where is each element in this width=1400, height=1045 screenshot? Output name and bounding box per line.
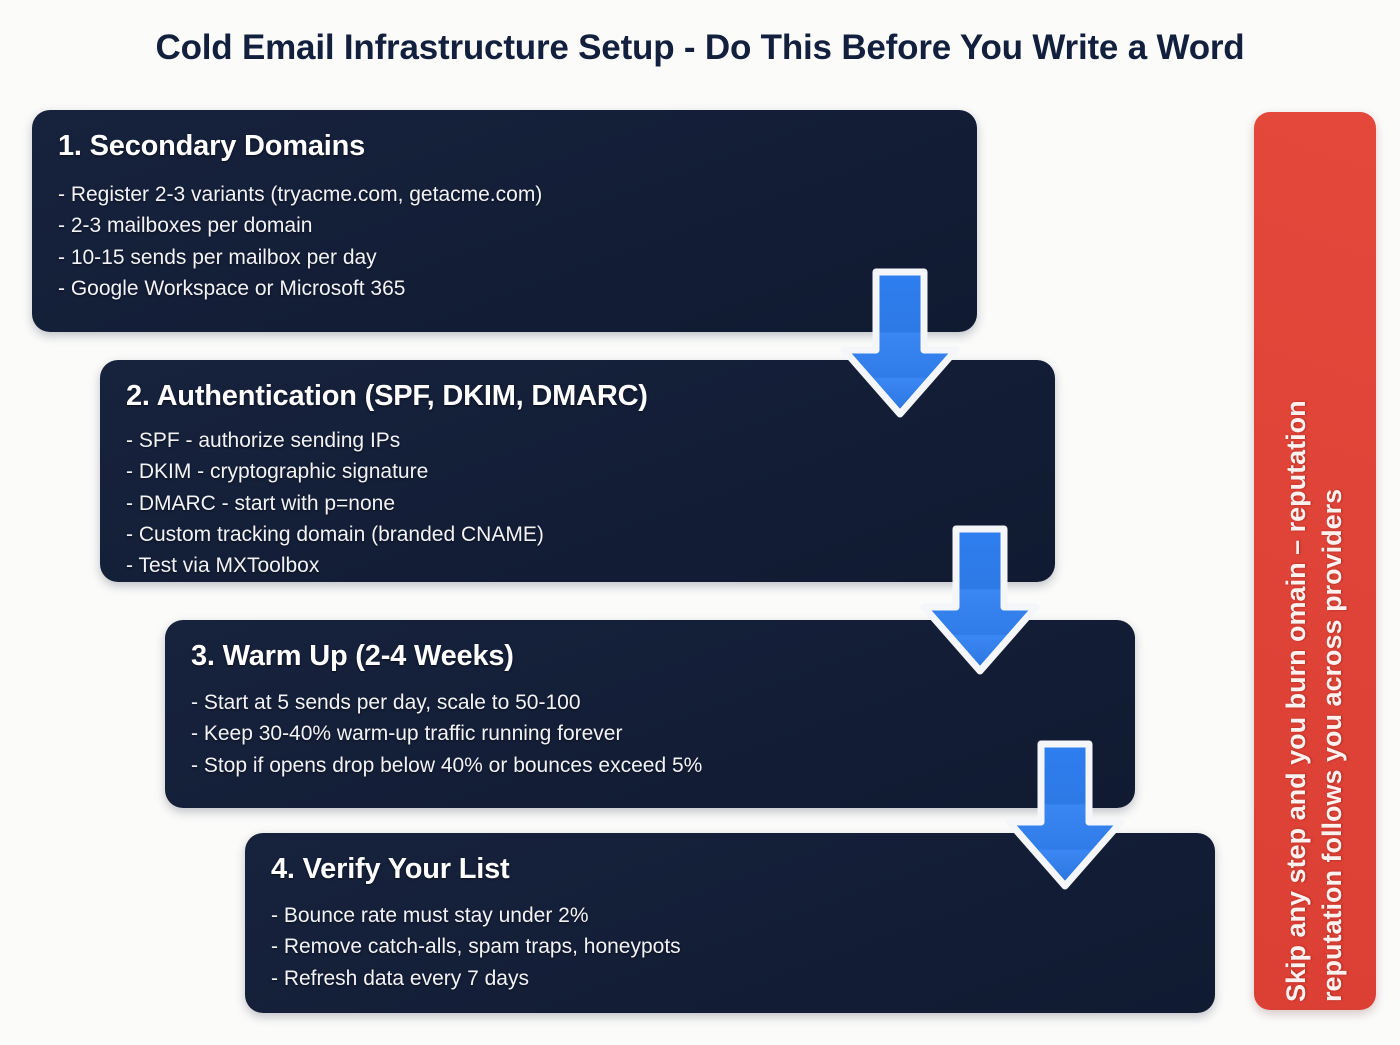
step-2-bullet-4: - Test via MXToolbox bbox=[126, 554, 320, 578]
page-title: Cold Email Infrastructure Setup - Do Thi… bbox=[155, 28, 1245, 67]
step-1-bullet-0: - Register 2-3 variants (tryacme.com, ge… bbox=[58, 183, 543, 206]
step-3-bullet-0: - Start at 5 sends per day, scale to 50-… bbox=[191, 691, 581, 714]
step-1-bullet-2: - 10-15 sends per mailbox per day bbox=[58, 245, 377, 269]
step-4-bullet-1: - Remove catch-alls, spam traps, honeypo… bbox=[271, 935, 681, 959]
step-3-bullet-2: - Stop if opens drop below 40% or bounce… bbox=[191, 753, 703, 777]
warning-banner-text: Skip any step and you burn omain – reput… bbox=[1254, 112, 1376, 1010]
step-card-1: 1. Secondary Domains - Register 2-3 vari… bbox=[32, 110, 977, 332]
step-2-bullet-2: - DMARC - start with p=none bbox=[126, 491, 396, 515]
arrow-step-3-to-4-down-icon bbox=[1003, 740, 1127, 892]
step-3-title: 3. Warm Up (2-4 Weeks) bbox=[191, 640, 514, 672]
step-4-title: 4. Verify Your List bbox=[271, 853, 510, 885]
arrow-step-2-to-3-down-icon bbox=[918, 525, 1042, 677]
step-3-bullet-list: - Start at 5 sends per day, scale to 50-… bbox=[191, 689, 1109, 779]
step-2-bullet-3: - Custom tracking domain (branded CNAME) bbox=[126, 522, 544, 546]
arrow-step-1-to-2-down-icon bbox=[838, 268, 962, 420]
warning-banner: Skip any step and you burn omain – reput… bbox=[1254, 112, 1376, 1010]
step-1-bullet-3: - Google Workspace or Microsoft 365 bbox=[58, 276, 406, 300]
step-2-title: 2. Authentication (SPF, DKIM, DMARC) bbox=[126, 380, 648, 412]
step-1-bullet-list: - Register 2-3 variants (tryacme.com, ge… bbox=[58, 181, 951, 302]
warning-line-1: Skip any step and you burn omain – reput… bbox=[1281, 400, 1312, 1002]
step-4-bullet-2: - Refresh data every 7 days bbox=[271, 966, 529, 990]
step-2-bullet-list: - SPF - authorize sending IPs - DKIM - c… bbox=[126, 427, 1029, 579]
warning-line-2: reputation follows you across providers bbox=[1317, 488, 1347, 1002]
step-4-bullet-list: - Bounce rate must stay under 2% - Remov… bbox=[271, 902, 1189, 992]
step-1-title: 1. Secondary Domains bbox=[58, 130, 366, 162]
step-2-bullet-1: - DKIM - cryptographic signature bbox=[126, 460, 429, 484]
step-2-bullet-0: - SPF - authorize sending IPs bbox=[126, 429, 401, 452]
step-3-bullet-1: - Keep 30-40% warm-up traffic running fo… bbox=[191, 722, 623, 746]
step-4-bullet-0: - Bounce rate must stay under 2% bbox=[271, 904, 589, 927]
step-1-bullet-1: - 2-3 mailboxes per domain bbox=[58, 214, 313, 238]
